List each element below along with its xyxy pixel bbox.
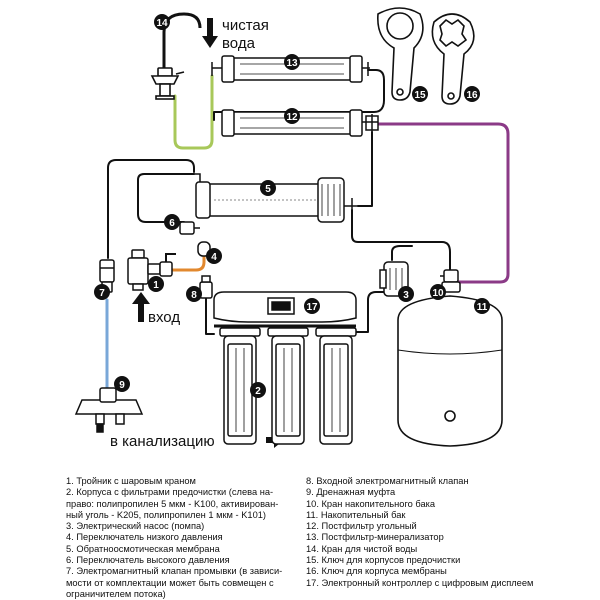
svg-text:17: 17 bbox=[306, 302, 318, 313]
callout-12: 12 bbox=[284, 108, 300, 124]
drain-saddle bbox=[74, 387, 144, 433]
legend-item-10: 10. Кран накопительного бака bbox=[306, 498, 436, 509]
inlet-solenoid-valve bbox=[199, 275, 213, 299]
legend-item-15: 15. Ключ для корпусов предочистки bbox=[306, 555, 461, 566]
legend-item-6: 6. Переключатель высокого давления bbox=[66, 555, 230, 566]
svg-text:4: 4 bbox=[211, 252, 217, 263]
svg-text:2: 2 bbox=[255, 386, 261, 397]
tube-loop-membrane bbox=[137, 173, 195, 223]
callout-17: 17 bbox=[304, 298, 320, 314]
svg-text:13: 13 bbox=[286, 58, 298, 69]
callout-4: 4 bbox=[206, 248, 222, 264]
callout-3: 3 bbox=[398, 286, 414, 302]
clean-water-arrow bbox=[202, 18, 218, 48]
svg-text:6: 6 bbox=[169, 218, 175, 229]
callout-2: 2 bbox=[250, 382, 266, 398]
legend-item-11: 11. Накопительный бак bbox=[306, 509, 406, 520]
legend-item-16: 16. Ключ для корпуса мембраны bbox=[306, 566, 447, 577]
tube-13-12 bbox=[213, 69, 385, 121]
callout-8: 8 bbox=[186, 286, 202, 302]
legend-item-1: 1. Тройник с шаровым краном bbox=[66, 476, 196, 486]
tubing bbox=[105, 69, 510, 390]
svg-text:8: 8 bbox=[191, 290, 197, 301]
svg-text:15: 15 bbox=[414, 90, 426, 101]
legend-item-5: 5. Обратноосмотическая мембрана bbox=[66, 543, 220, 554]
clean-water-label-2: вода bbox=[222, 35, 256, 52]
tube-feed bbox=[205, 297, 215, 335]
legend-item-14: 14. Кран для чистой воды bbox=[306, 543, 418, 554]
legend-item-8: 8. Входной электромагнитный клапан bbox=[306, 476, 469, 486]
callout-9: 9 bbox=[114, 376, 130, 392]
legend-item-3: 3. Электрический насос (помпа) bbox=[66, 521, 205, 532]
callout-6: 6 bbox=[164, 214, 180, 230]
clean-water-label-1: чистая bbox=[222, 17, 269, 34]
input-label: вход bbox=[148, 309, 180, 326]
legend-item-17: 17. Электронный контроллер с цифровым ди… bbox=[306, 577, 534, 588]
tube-prefilter-pump bbox=[355, 291, 389, 333]
purple-tube bbox=[376, 122, 510, 284]
legend-item-13: 13. Постфильтр-минерализатор bbox=[306, 532, 444, 543]
svg-text:9: 9 bbox=[119, 380, 125, 391]
tank-valve bbox=[440, 269, 461, 293]
callout-7: 7 bbox=[94, 284, 110, 300]
inlet-tee bbox=[127, 249, 176, 291]
prefilter-bracket bbox=[213, 291, 357, 328]
input-arrow bbox=[132, 292, 150, 322]
legend-item-7: 7. Электромагнитный клапан промывки (в з… bbox=[66, 566, 283, 599]
tube-pump-up bbox=[391, 245, 413, 261]
callouts: 14 13 15 16 12 5 6 4 1 8 7 17 3 10 11 2 … bbox=[94, 14, 490, 398]
membrane-housing bbox=[184, 173, 358, 223]
callout-11: 11 bbox=[474, 298, 490, 314]
legend-item-12: 12. Постфильтр угольный bbox=[306, 521, 417, 532]
legend-left: 1. Тройник с шаровым краном 2. Корпуса с… bbox=[66, 476, 288, 600]
legend-item-2: 2. Корпуса с фильтрами предочистки (слев… bbox=[66, 487, 279, 520]
callout-5: 5 bbox=[260, 180, 276, 196]
svg-text:5: 5 bbox=[265, 184, 271, 195]
drain-label: в канализацию bbox=[110, 433, 215, 450]
callout-14: 14 bbox=[154, 14, 170, 30]
prefilter-housings bbox=[219, 327, 357, 445]
orange-tube bbox=[170, 252, 206, 272]
tube-flush-loop bbox=[107, 159, 195, 259]
legend-right: 8. Входной электромагнитный клапан 9. Др… bbox=[306, 476, 538, 589]
svg-text:16: 16 bbox=[466, 90, 478, 101]
post-filter-carbon bbox=[221, 109, 379, 137]
callout-16: 16 bbox=[464, 86, 480, 102]
storage-tank bbox=[397, 295, 503, 447]
callout-1: 1 bbox=[148, 276, 164, 292]
wrench-membrane bbox=[431, 13, 475, 105]
callout-15: 15 bbox=[412, 86, 428, 102]
svg-text:11: 11 bbox=[477, 302, 488, 313]
callout-10: 10 bbox=[430, 284, 446, 300]
wrench-prefilter bbox=[377, 7, 424, 101]
tube-membrane-tee bbox=[357, 131, 373, 207]
tube-membrane-tank bbox=[351, 209, 451, 273]
svg-text:14: 14 bbox=[156, 18, 168, 29]
legend-item-4: 4. Переключатель низкого давления bbox=[66, 532, 223, 543]
svg-text:10: 10 bbox=[432, 288, 444, 299]
legend-item-9: 9. Дренажная муфта bbox=[306, 487, 396, 498]
svg-text:3: 3 bbox=[403, 290, 409, 301]
callout-13: 13 bbox=[284, 54, 300, 70]
green-tube bbox=[173, 74, 214, 150]
high-pressure-switch bbox=[179, 221, 200, 235]
svg-text:12: 12 bbox=[286, 112, 298, 123]
svg-text:7: 7 bbox=[99, 288, 105, 299]
svg-text:1: 1 bbox=[153, 280, 159, 291]
